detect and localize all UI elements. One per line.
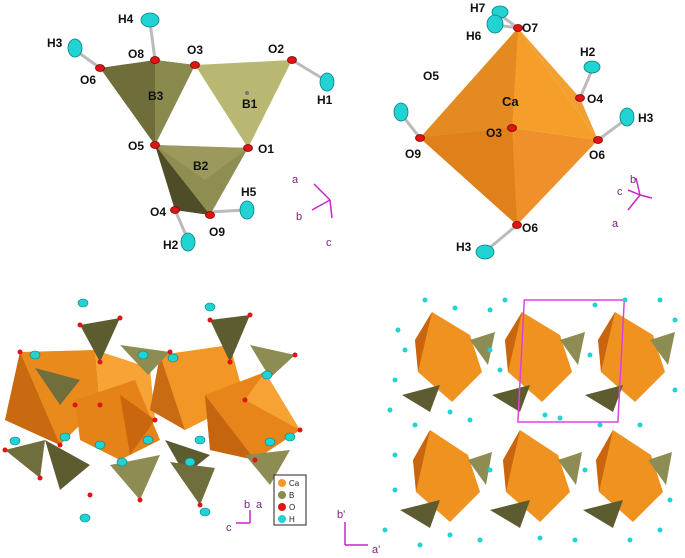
atom-label: H2 bbox=[163, 238, 179, 252]
axes-indicator-br bbox=[344, 522, 368, 546]
atom-label: O3 bbox=[187, 43, 203, 57]
legend-label: O bbox=[289, 503, 295, 512]
axis-c-label: c bbox=[326, 237, 332, 249]
atom-label: O6 bbox=[522, 221, 538, 235]
hydrogen-atoms bbox=[393, 5, 635, 260]
atom-label: H4 bbox=[118, 12, 134, 26]
atom-label: H5 bbox=[241, 185, 257, 199]
axis-c-label: c bbox=[226, 522, 232, 534]
axis-b-label: b' bbox=[337, 509, 345, 521]
panel-chain: Ca B O H b a c bbox=[2, 298, 307, 534]
b1-triangle bbox=[195, 60, 292, 148]
oxygen-atoms bbox=[2, 312, 303, 508]
legend-label: H bbox=[289, 515, 295, 524]
panel-ca-polyhedron: H7 O7 H6 H2 O5 O4 O3 H3 O9 O6 O6 H3 Ca b… bbox=[393, 1, 654, 260]
oxygen-atoms bbox=[95, 56, 297, 219]
panel-borate-ring: H4 H3 O8 O3 O2 O6 B3 B1 H1 O5 O1 B2 H5 O… bbox=[47, 12, 335, 252]
atom-label: O1 bbox=[258, 142, 274, 156]
atom-label: O5 bbox=[423, 69, 439, 83]
atom-label: O9 bbox=[405, 147, 421, 161]
axis-a-label: a bbox=[292, 174, 299, 186]
axes-indicator-bl bbox=[236, 510, 251, 524]
atom-label: H3 bbox=[47, 36, 63, 50]
legend-swatch bbox=[278, 479, 286, 487]
atom-label: H3 bbox=[638, 111, 654, 125]
atom-label: H1 bbox=[317, 93, 333, 107]
ca-center-label: Ca bbox=[502, 94, 519, 109]
axis-b-label: b bbox=[244, 499, 250, 511]
atom-label: O4 bbox=[587, 92, 603, 106]
atom-label: O2 bbox=[268, 42, 284, 56]
atom-label: B2 bbox=[193, 159, 209, 173]
element-legend: Ca B O H bbox=[273, 474, 307, 526]
atom-label: B3 bbox=[148, 89, 164, 103]
hydrogen-atoms bbox=[67, 12, 335, 252]
hydrogen-atoms bbox=[9, 298, 296, 523]
atom-label: H3 bbox=[456, 240, 472, 254]
oxygen-atoms bbox=[415, 24, 603, 229]
atom-label: B1 bbox=[242, 97, 258, 111]
axis-b-label: b bbox=[296, 211, 302, 223]
panel-packing: b' a' bbox=[337, 297, 678, 556]
atom-label: H7 bbox=[470, 1, 486, 15]
atom-label: O4 bbox=[150, 205, 166, 219]
axis-c-label: c bbox=[617, 186, 623, 198]
legend-label: B bbox=[289, 491, 294, 500]
axis-a-label: a' bbox=[372, 544, 380, 556]
axis-a-label: a bbox=[256, 499, 263, 511]
atom-label: O6 bbox=[80, 73, 96, 87]
atom-label: O7 bbox=[522, 21, 538, 35]
unit-cell-outline bbox=[517, 299, 626, 423]
atom-label: H6 bbox=[466, 29, 482, 43]
atom-label: O5 bbox=[128, 139, 144, 153]
legend-label: Ca bbox=[289, 479, 300, 488]
axes-indicator-tr bbox=[627, 177, 653, 211]
ca-octahedra-row-bottom bbox=[413, 430, 663, 522]
legend-swatch bbox=[278, 503, 286, 511]
b-tetrahedra bbox=[400, 332, 675, 528]
atom-label: O3 bbox=[486, 126, 502, 140]
ca-octahedra bbox=[5, 345, 300, 460]
b-tetrahedra bbox=[5, 315, 295, 505]
atom-label: O6 bbox=[589, 148, 605, 162]
ca-octahedra-row-top bbox=[415, 312, 665, 402]
atom-label: O9 bbox=[209, 225, 225, 239]
atom-label: H2 bbox=[580, 45, 596, 59]
legend-swatch bbox=[278, 515, 286, 523]
axis-a-label: a bbox=[612, 218, 619, 230]
hydrogen-atoms bbox=[382, 297, 678, 548]
atom-label: O8 bbox=[128, 47, 144, 61]
legend-swatch bbox=[278, 491, 286, 499]
axis-b-label: b bbox=[630, 174, 636, 186]
axes-indicator-tl bbox=[311, 183, 333, 219]
